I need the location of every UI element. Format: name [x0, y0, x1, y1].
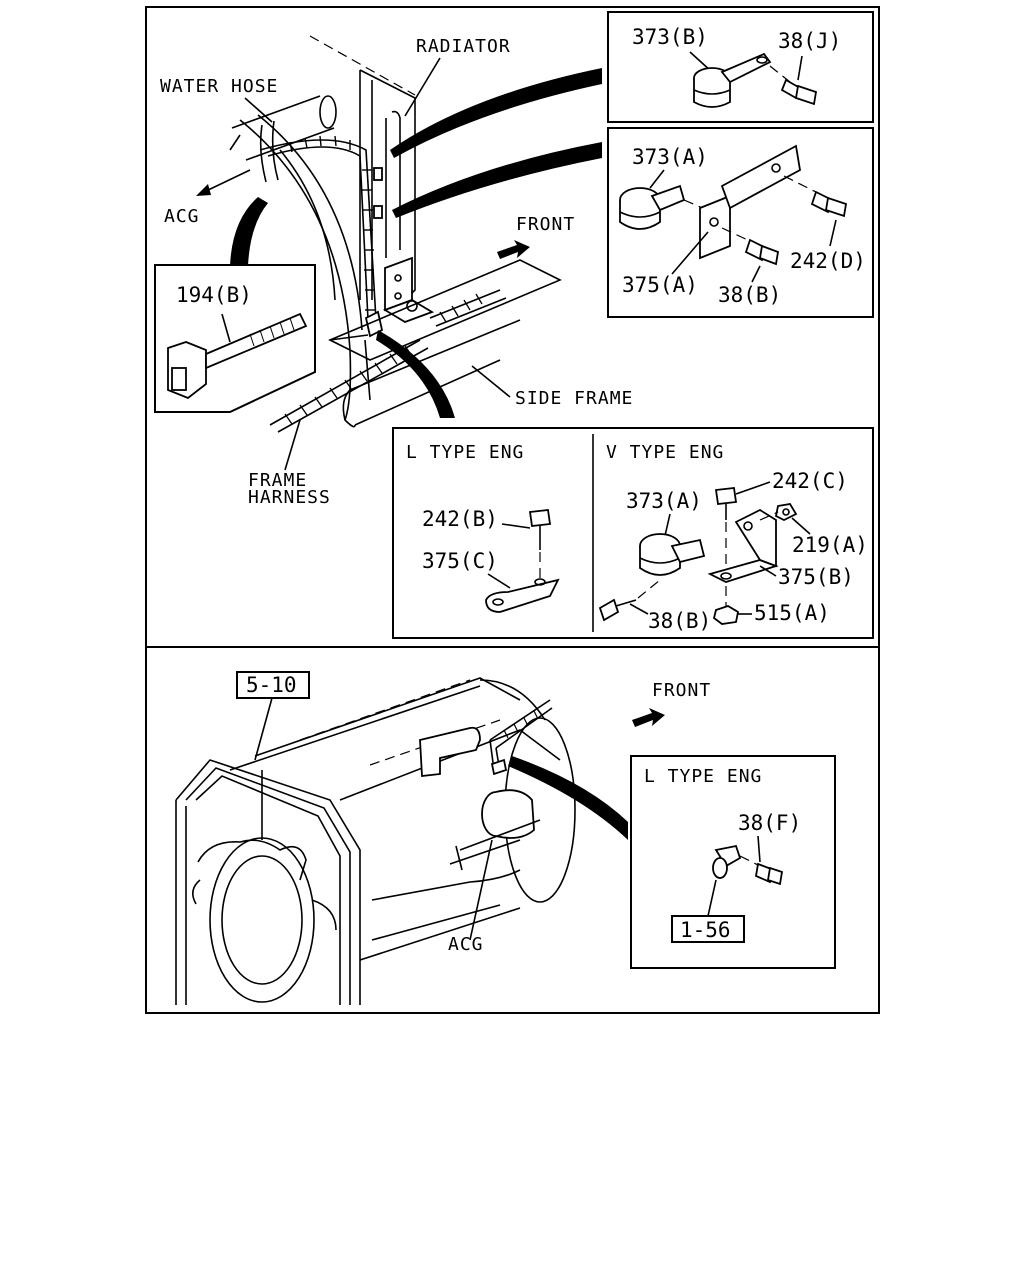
label-harness: HARNESS	[248, 487, 331, 508]
label-side-frame: SIDE FRAME	[515, 388, 633, 409]
label-water-hose: WATER HOSE	[160, 76, 278, 97]
label-l-type-eng-bottom: L TYPE ENG	[644, 766, 762, 787]
callout-375a: 375(A)	[622, 273, 698, 297]
ref-box-1-56	[671, 915, 745, 943]
lower-frame	[145, 646, 880, 1014]
callout-375b: 375(B)	[778, 565, 854, 589]
acg-arrow	[196, 169, 251, 196]
label-radiator: RADIATOR	[416, 36, 511, 57]
callout-38f: 38(F)	[738, 811, 801, 835]
label-front-top: FRONT	[516, 214, 575, 235]
inset-engine-types: L TYPE ENG V TYPE ENG 242(B) 375(C) 373(…	[392, 427, 874, 639]
label-acg-bottom: ACG	[448, 934, 484, 955]
front-arrow-bottom	[632, 708, 665, 727]
radiator-illustration	[239, 35, 435, 421]
harness-cable	[259, 135, 384, 338]
engine-illustration	[175, 677, 576, 1005]
callout-242b: 242(B)	[422, 507, 498, 531]
label-frame: FRAME	[248, 470, 307, 491]
callout-pointers-upper	[230, 68, 602, 418]
callout-515a: 515(A)	[754, 601, 830, 625]
callout-219a: 219(A)	[792, 533, 868, 557]
callout-38b-top: 38(B)	[718, 283, 781, 307]
label-front-bottom: FRONT	[652, 680, 711, 701]
callout-373a-top: 373(A)	[632, 145, 708, 169]
ref-box-5-10	[236, 671, 310, 699]
label-l-type-eng: L TYPE ENG	[406, 442, 524, 463]
side-frame-illustration	[269, 259, 562, 433]
callout-242c: 242(C)	[772, 469, 848, 493]
inset-194b: 194(B)	[154, 264, 316, 413]
callout-373a-v: 373(A)	[626, 489, 702, 513]
ref-5-10: 5-10	[246, 673, 297, 697]
label-v-type-eng: V TYPE ENG	[606, 442, 724, 463]
front-arrow-top	[497, 240, 530, 259]
callout-375c: 375(C)	[422, 549, 498, 573]
callout-242d: 242(D)	[790, 249, 866, 273]
callout-pointer-lower	[508, 756, 628, 840]
callout-38j: 38(J)	[778, 29, 841, 53]
inset-lower-l-type: L TYPE ENG 38(F) 1-56	[630, 755, 836, 969]
callout-194b: 194(B)	[176, 283, 252, 307]
inset-373a-375a: 373(A) 375(A) 38(B) 242(D)	[607, 127, 874, 318]
inset-373b: 373(B) 38(J)	[607, 11, 874, 123]
ref-1-56: 1-56	[680, 918, 731, 942]
callout-38b-v: 38(B)	[648, 609, 711, 633]
callout-373b: 373(B)	[632, 25, 708, 49]
label-acg-top: ACG	[164, 206, 200, 227]
